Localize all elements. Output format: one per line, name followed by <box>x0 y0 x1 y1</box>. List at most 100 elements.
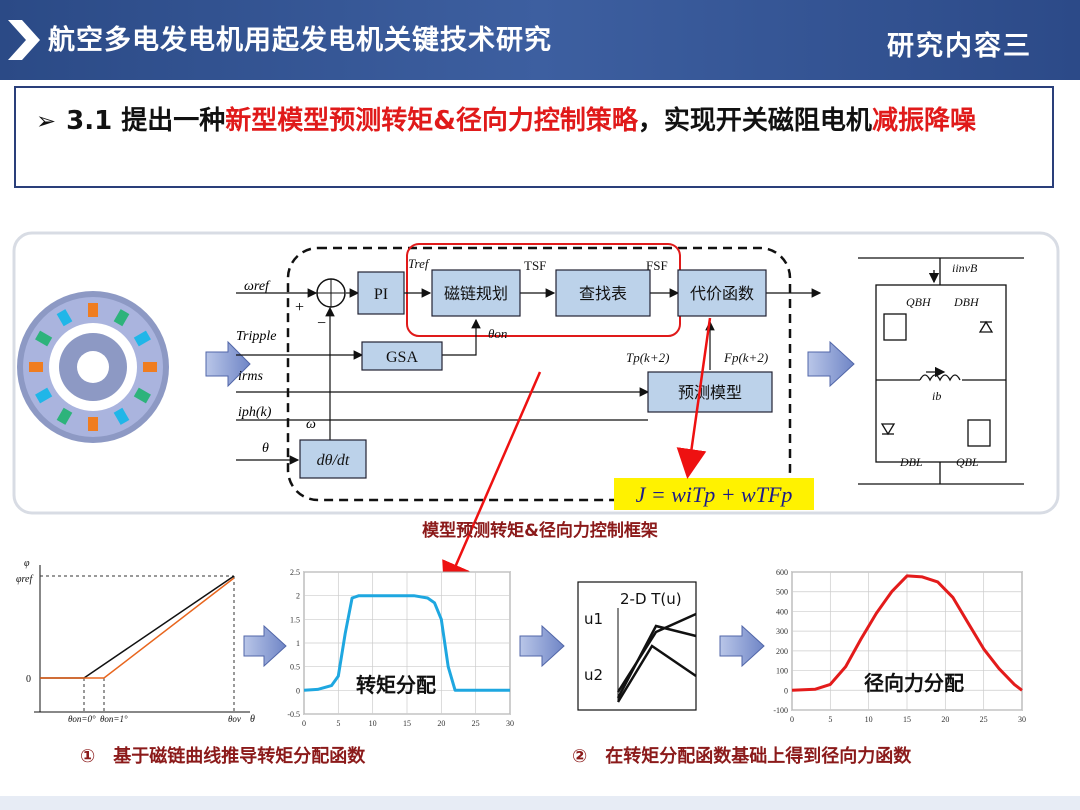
x-tick-label: 15 <box>403 719 411 728</box>
x-tick-label: 5 <box>336 719 340 728</box>
predict-model-block <box>647 371 773 413</box>
flux-theta: θ <box>250 714 255 725</box>
y-tick-label: 1.5 <box>290 615 300 624</box>
controller-boundary <box>286 246 792 502</box>
section-label: 研究内容三 <box>887 31 1032 62</box>
fsf-label: FSF <box>646 258 668 273</box>
flux-theta-on-2: θon=1° <box>100 714 128 724</box>
red-arrow-torque <box>442 371 542 593</box>
x-tick-label: 15 <box>903 715 911 724</box>
stator-winding <box>88 417 98 431</box>
y-tick-label: 300 <box>776 627 788 636</box>
y-tick-label: 0.5 <box>290 663 300 672</box>
x-tick-label: 30 <box>506 719 514 728</box>
label-t-ripple: Tripple <box>236 329 276 344</box>
cost-formula-highlight <box>614 478 814 510</box>
lookup-label: 查找表 <box>579 284 627 303</box>
torque-overlay-label: 转矩分配 <box>356 673 436 697</box>
asym-bridge-circuit <box>858 257 1024 485</box>
y-tick-label: 500 <box>776 588 788 597</box>
y-tick-label: 2 <box>296 592 300 601</box>
cost-function-block <box>677 269 767 317</box>
sum-plus: + <box>295 299 304 316</box>
stator-winding <box>35 330 53 347</box>
label-omega: ω <box>306 417 316 432</box>
chevron-right-icon <box>8 20 40 60</box>
y-tick-label: 400 <box>776 607 788 616</box>
headline-part1: 3.1 提出一种 <box>66 106 226 136</box>
flux-phi-ref: φref <box>16 574 33 585</box>
cost-function-label: 代价函数 <box>690 284 754 303</box>
header-bar: 航空多电发电机用起发电机关键技术研究 研究内容三 <box>0 0 1080 80</box>
flux-curve-plot <box>34 565 250 713</box>
caption-step-2: ② 在转矩分配函数基础上得到径向力函数 <box>572 745 912 767</box>
stator-winding <box>56 407 73 425</box>
q-bl-label: QBL <box>956 455 979 469</box>
flux-theta-on-1: θon=0° <box>68 714 96 724</box>
flux-plan-block <box>431 269 521 317</box>
y-tick-label: -100 <box>773 706 788 715</box>
d-bh-label: DBH <box>953 295 980 309</box>
y-tick-label: 1 <box>296 639 300 648</box>
t-ref-label: Tref <box>408 256 431 271</box>
i-b-label: ib <box>932 389 941 403</box>
label-theta: θ <box>262 441 269 456</box>
stator-winding <box>88 303 98 317</box>
stator-winding <box>113 407 130 425</box>
derivative-block <box>299 439 367 479</box>
x-tick-label: 30 <box>1018 715 1026 724</box>
cost-formula: J = wiTp + wTFp <box>636 482 793 507</box>
y-tick-label: 0 <box>784 686 788 695</box>
headline-box: ➢ 3.1 提出一种新型模型预测转矩&径向力控制策略，实现开关磁阻电机减振降噪 <box>14 86 1054 188</box>
flow-arrow-5 <box>719 624 765 668</box>
x-tick-label: 0 <box>790 715 794 724</box>
x-tick-label: 10 <box>865 715 873 724</box>
flow-arrow-3 <box>243 624 287 668</box>
x-tick-label: 25 <box>472 719 480 728</box>
stator-winding <box>143 362 157 372</box>
q-bh-label: QBH <box>906 295 932 309</box>
stator-winding <box>56 309 73 327</box>
label-i-ph: iph(k) <box>238 405 272 420</box>
stator-winding <box>133 330 151 347</box>
headline-highlight: 新型模型预测转矩&径向力控制策略 <box>225 106 638 136</box>
d-bl-label: DBL <box>899 455 923 469</box>
lookup-2d-u2: u2 <box>584 666 603 684</box>
gsa-label: GSA <box>386 349 418 366</box>
sum-minus: − <box>317 315 326 332</box>
label-i-rms: irms <box>238 369 263 384</box>
x-tick-label: 20 <box>437 719 445 728</box>
flux-theta-ov: θov <box>228 714 241 724</box>
footer-stripe <box>0 796 1080 810</box>
radial-overlay-label: 径向力分配 <box>864 671 964 695</box>
tp-label: Tp(k+2) <box>626 350 669 365</box>
bullet-arrow-icon: ➢ <box>36 107 57 135</box>
flow-arrow-4 <box>519 624 565 668</box>
lookup-2d-u1: u1 <box>584 610 603 628</box>
flux-plan-label: 磁链规划 <box>444 284 508 303</box>
y-tick-label: 100 <box>776 667 788 676</box>
stator-winding <box>35 387 53 404</box>
srm-stator-image <box>17 291 169 443</box>
flux-zero: 0 <box>26 674 31 685</box>
series-line <box>791 574 1023 692</box>
red-arrow-cost <box>676 317 712 479</box>
lookup-2d-chart <box>577 581 697 711</box>
stator-winding <box>113 309 130 327</box>
predict-model-label: 预测模型 <box>678 383 742 402</box>
framework-panel <box>12 231 1060 515</box>
stator-winding <box>29 362 43 372</box>
gsa-block <box>361 341 443 371</box>
y-tick-label: 2.5 <box>290 568 300 577</box>
lookup-2d-title: 2-D T(u) <box>620 590 682 608</box>
pi-label: PI <box>374 286 388 303</box>
stator-winding <box>133 387 151 404</box>
flow-arrow-1 <box>205 340 251 388</box>
y-tick-label: 0 <box>296 686 300 695</box>
derivative-label: dθ/dt <box>317 452 350 469</box>
headline-part3: ，实现开关磁阻电机 <box>637 106 872 136</box>
headline-highlight-2: 减振降噪 <box>871 106 976 136</box>
